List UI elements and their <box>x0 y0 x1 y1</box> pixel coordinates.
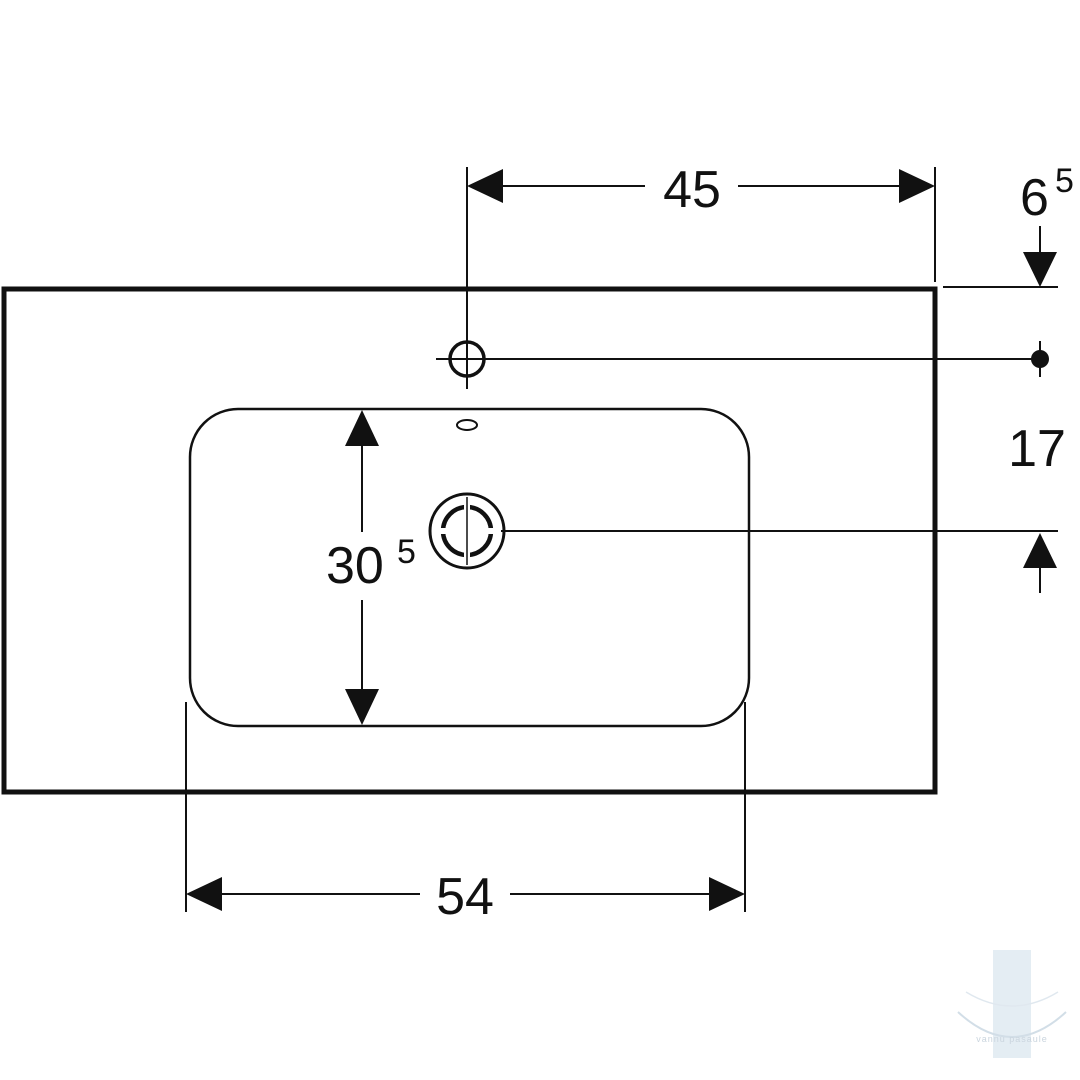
watermark-text: vannu pasaule <box>976 1034 1048 1044</box>
dimension-label-6-5-sup: 5 <box>1055 162 1074 200</box>
dimension-6-5 <box>943 226 1058 288</box>
dimension-17 <box>1023 533 1057 593</box>
dimension-label-30-5-sup: 5 <box>397 533 416 571</box>
dimension-label-17: 17 <box>1008 420 1066 478</box>
overflow-hole <box>456 419 478 431</box>
dimension-label-30-5-main: 30 <box>326 537 384 595</box>
countertop-outline <box>1 286 938 795</box>
faucet-hole-symbol <box>436 167 1033 389</box>
reference-point-marker <box>1031 341 1049 377</box>
dimension-label-54: 54 <box>436 868 494 926</box>
dimension-label-45: 45 <box>663 161 721 219</box>
dimension-30-5 <box>345 410 379 725</box>
dimension-54 <box>185 702 746 912</box>
dimension-45 <box>467 167 936 282</box>
drain-symbol <box>428 492 1058 570</box>
watermark-logo: vannu pasaule <box>957 950 1067 1058</box>
basin-bowl-outline <box>188 407 751 728</box>
dimension-label-6-5-main: 6 <box>1020 169 1049 227</box>
